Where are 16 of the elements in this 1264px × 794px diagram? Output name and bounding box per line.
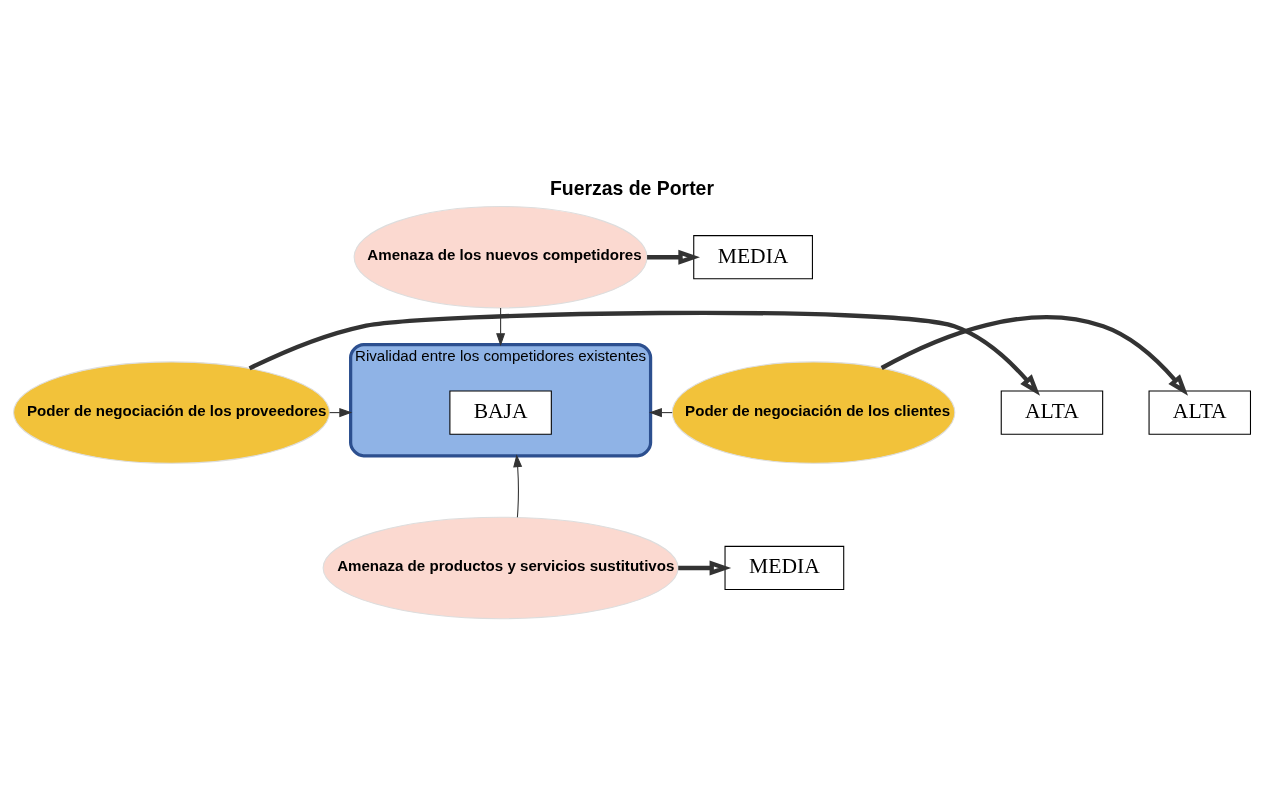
arrow (880, 314, 1189, 396)
node-box: BAJA (449, 390, 552, 435)
node-ellipse: Poder de negociación de los clientes (671, 360, 956, 464)
arrow (248, 310, 1041, 396)
arrow (496, 307, 506, 346)
node-box: MEDIA (724, 545, 845, 590)
arrow (647, 249, 700, 265)
arrow (678, 559, 732, 576)
node-ellipse: Poder de negociación de los proveedores (13, 360, 331, 464)
arrow (513, 453, 523, 518)
node-box: ALTA (1000, 390, 1104, 435)
diagram-title: Fuerzas de Porter (550, 176, 714, 199)
node-box: MEDIA (693, 234, 813, 279)
node-box: ALTA (1148, 390, 1251, 435)
node-ellipse: Amenaza de productos y servicios sustitutivos (322, 516, 679, 619)
node-ellipse: Amenaza de los nuevos competidores (353, 205, 648, 308)
